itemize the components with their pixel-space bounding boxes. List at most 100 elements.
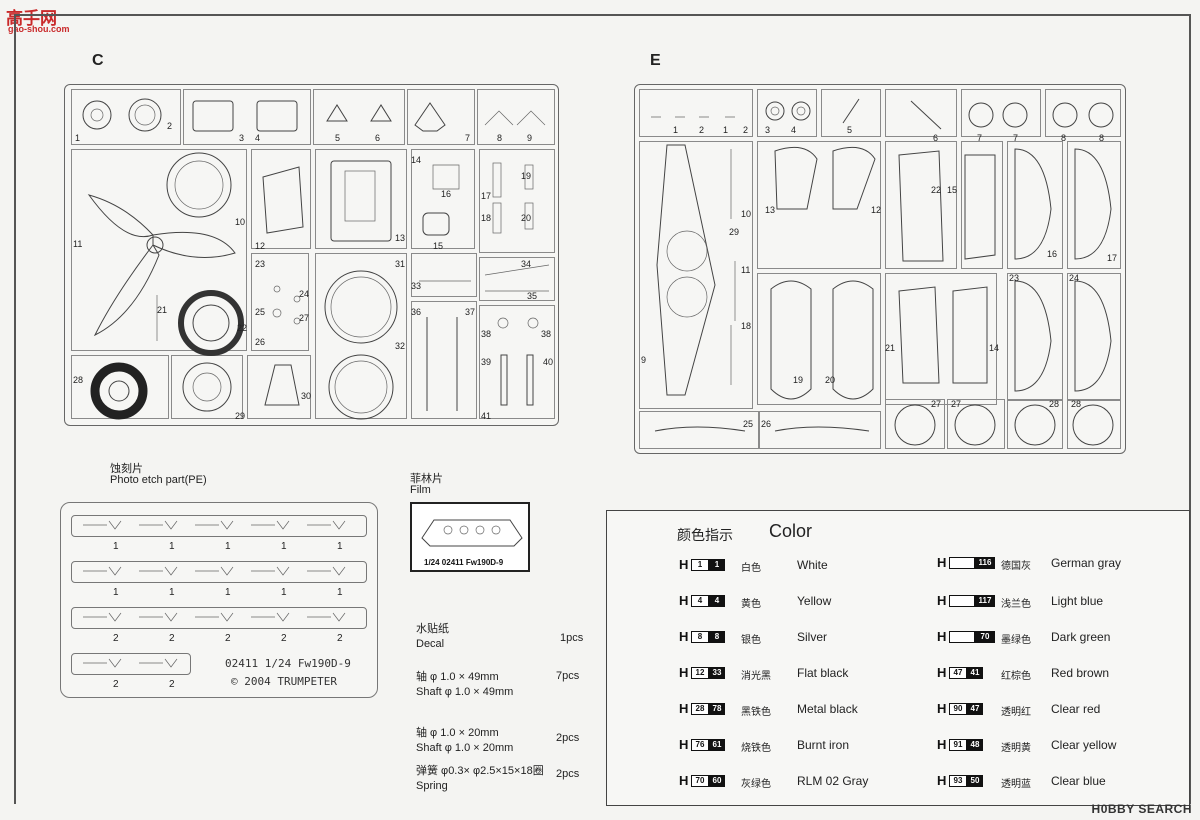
pe-part-number: 2 — [169, 633, 175, 644]
pe-row — [71, 653, 191, 675]
color-name-en: Clear yellow — [1051, 738, 1117, 752]
color-code: 70 — [691, 775, 709, 787]
part-number: 2 — [167, 121, 173, 131]
part-number: 19 — [793, 375, 804, 385]
color-name-cn: 透明黄 — [1001, 743, 1031, 754]
part-number: 35 — [527, 291, 538, 301]
sprue-c-cell — [71, 149, 247, 351]
pe-part-number: 2 — [337, 633, 343, 644]
color-prefix: H — [937, 629, 947, 644]
part-number: 28 — [73, 375, 84, 385]
color-prefix: H — [937, 665, 947, 680]
sprue-e-cell — [1067, 273, 1121, 401]
film-label: 1/24 02411 Fw190D-9 — [424, 558, 504, 567]
sprue-c-cell — [477, 89, 555, 145]
color-name-en: Burnt iron — [797, 738, 850, 752]
color-prefix: H — [679, 593, 689, 608]
part-number: 17 — [481, 191, 492, 201]
part-number: 14 — [989, 343, 1000, 353]
color-prefix: H — [679, 701, 689, 716]
color-code-blank — [949, 631, 975, 643]
color-prefix: H — [937, 555, 947, 570]
sprue-c-cell — [411, 253, 477, 297]
part-number: 13 — [395, 233, 406, 243]
sprue-c-letter: C — [92, 52, 104, 69]
pe-part-number: 1 — [225, 541, 231, 552]
color-code-alt: 60 — [709, 775, 725, 787]
color-prefix: H — [937, 593, 947, 608]
frame-top — [14, 14, 1190, 16]
sprue-c-cell — [313, 89, 405, 145]
sprue-e-cell — [639, 411, 759, 449]
sprue-e-cell — [757, 141, 881, 269]
part-number: 25 — [255, 307, 266, 317]
sprue-c-cell — [479, 149, 555, 253]
sprue-e-cell — [961, 141, 1003, 269]
color-code-alt: 117 — [975, 595, 995, 607]
pe-part-number: 1 — [337, 541, 343, 552]
part-number: 1 — [673, 125, 679, 135]
part-number: 11 — [741, 265, 751, 275]
color-name-en: Dark green — [1051, 630, 1111, 644]
color-code-alt: 47 — [967, 703, 983, 715]
sprue-c-cell — [411, 301, 477, 419]
pe-part-number: 1 — [169, 541, 175, 552]
part-number: 29 — [235, 411, 246, 421]
shaft-49-item: 轴 φ 1.0 × 49mm Shaft φ 1.0 × 49mm — [416, 670, 513, 700]
part-number: 37 — [465, 307, 476, 317]
sprue-e-cell — [885, 399, 945, 449]
color-prefix: H — [937, 737, 947, 752]
color-code: 91 — [949, 739, 967, 751]
color-code-alt: 4 — [709, 595, 725, 607]
sprue-e-cell — [1007, 399, 1063, 449]
color-prefix: H — [679, 665, 689, 680]
sprue-c-parts-drawing — [82, 98, 550, 420]
part-number: 17 — [1107, 253, 1118, 263]
part-number: 16 — [441, 189, 452, 199]
accessory-en: Decal — [416, 638, 445, 650]
part-number: 31 — [395, 259, 406, 269]
part-number: 7 — [1013, 133, 1019, 143]
part-number: 27 — [951, 399, 962, 409]
sprue-c-cell — [247, 355, 311, 419]
sprue-e-cell — [639, 89, 753, 137]
part-number: 41 — [481, 411, 492, 421]
color-code: 28 — [691, 703, 709, 715]
part-number: 4 — [255, 133, 261, 143]
color-code: 76 — [691, 739, 709, 751]
sprue-c-cell — [407, 89, 475, 145]
part-number: 26 — [255, 337, 266, 347]
sprue-e-cell — [821, 89, 881, 137]
part-number: 14 — [411, 155, 422, 165]
color-prefix: H — [679, 737, 689, 752]
part-number: 36 — [411, 307, 422, 317]
accessory-cn: 水贴纸 — [416, 623, 449, 635]
part-number: 20 — [521, 213, 532, 223]
part-number: 1 — [723, 125, 729, 135]
color-code: 47 — [949, 667, 967, 679]
color-name-cn: 黑铁色 — [741, 707, 771, 718]
part-number: 16 — [1047, 249, 1058, 259]
part-number: 38 — [541, 329, 552, 339]
pe-stamp-line1: 02411 1/24 Fw190D-9 — [225, 657, 351, 670]
pe-part-number: 1 — [113, 541, 119, 552]
sprue-e-cell — [757, 273, 881, 405]
pe-parts-drawing — [83, 520, 346, 668]
sprue-e-cell — [1007, 141, 1063, 269]
accessory-qty: 1pcs — [560, 632, 584, 644]
pe-part-number: 2 — [113, 633, 119, 644]
sprue-c-cell — [183, 89, 311, 145]
color-name-cn: 黄色 — [741, 599, 761, 610]
part-number: 24 — [299, 289, 310, 299]
part-number: 9 — [527, 133, 533, 143]
sprue-e-parts-drawing — [651, 98, 1114, 446]
sprue-e-cell — [757, 89, 817, 137]
sprue-c: 1 2 3 4 5 6 7 8 9 10 11 12 13 14 15 16 1… — [64, 84, 559, 426]
color-name-cn: 灰绿色 — [741, 779, 771, 790]
pe-title-cn: 蚀刻片 — [110, 463, 143, 475]
color-prefix: H — [937, 773, 947, 788]
film-sheet: 1/24 02411 Fw190D-9 — [410, 502, 530, 572]
part-number: 32 — [395, 341, 406, 351]
color-code-alt: 1 — [709, 559, 725, 571]
